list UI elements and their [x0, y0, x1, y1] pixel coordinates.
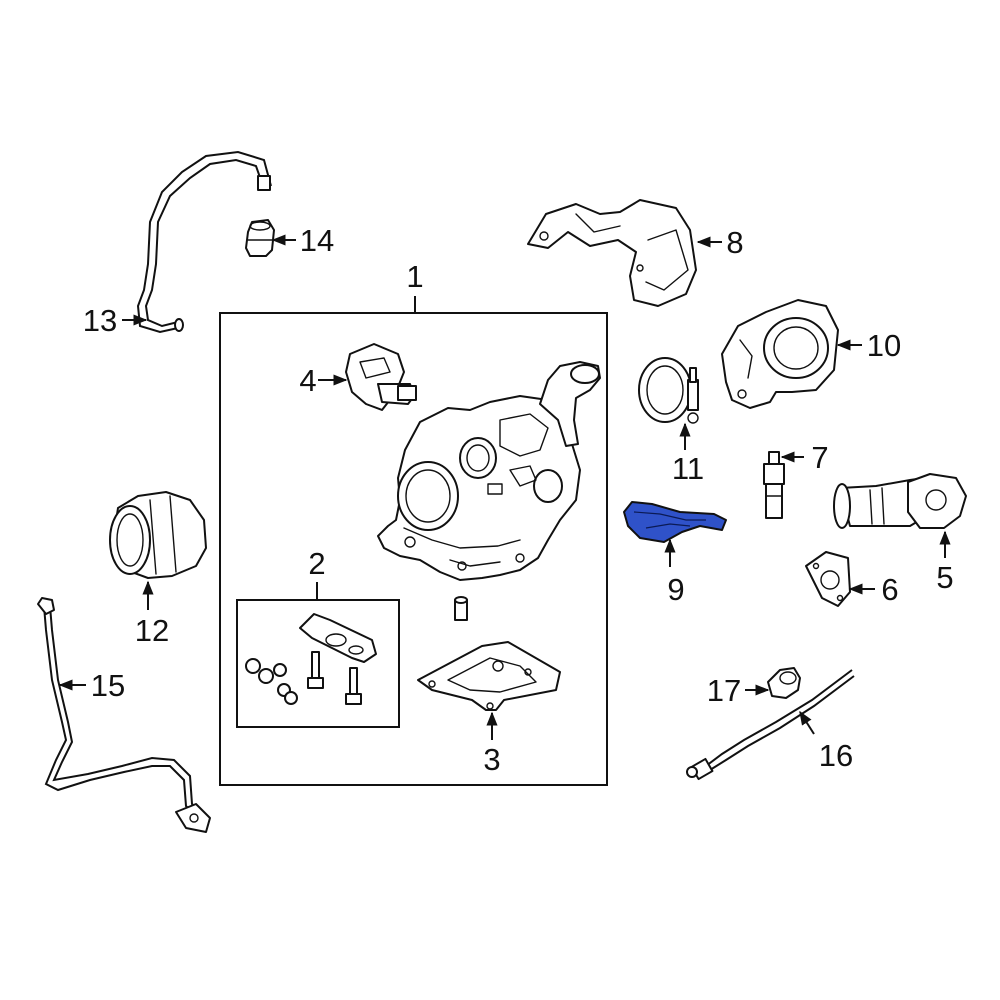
- outlet-elbow: [721, 299, 839, 409]
- fitting: [767, 667, 801, 699]
- callout-5: 5: [936, 560, 953, 595]
- callout-16: 16: [819, 738, 853, 773]
- callout-12: 12: [135, 613, 169, 648]
- inlet-coupling: [109, 491, 207, 579]
- callout-leaders: [58, 234, 951, 740]
- callout-17: 17: [707, 673, 741, 708]
- callout-1: 1: [406, 259, 423, 294]
- callout-11: 11: [672, 451, 704, 486]
- turbocharger-assembly-box: [219, 296, 608, 786]
- callout-2: 2: [308, 546, 325, 581]
- mounting-bracket: [417, 641, 561, 711]
- wastegate-actuator: [345, 343, 417, 411]
- hose: [136, 150, 272, 334]
- callout-13: 13: [83, 303, 117, 338]
- gasket-bolt-kit-box: [236, 582, 400, 728]
- turbocharger-body: [377, 361, 601, 621]
- callout-4: 4: [299, 363, 316, 398]
- exhaust-gasket: [805, 551, 851, 607]
- callout-8: 8: [726, 225, 743, 260]
- oil-tube: [37, 597, 211, 833]
- drain-tube: [686, 669, 855, 781]
- callout-15: 15: [91, 668, 125, 703]
- callout-9: 9: [667, 572, 684, 607]
- callout-10: 10: [867, 328, 901, 363]
- callout-3: 3: [483, 742, 500, 777]
- cap: [245, 219, 275, 257]
- stud-sensor: [763, 451, 785, 519]
- exhaust-pipe-section: [833, 473, 967, 529]
- v-band-clamp: [638, 357, 699, 424]
- callout-6: 6: [881, 572, 898, 607]
- callout-7: 7: [811, 440, 828, 475]
- highlighted-heat-shield-part-9: [623, 501, 727, 543]
- heat-shield: [527, 199, 697, 307]
- callout-labels: 1 2 3 4 5 6 7 8 9 10 11 12 13 14 15 16 1…: [83, 223, 954, 777]
- callout-14: 14: [300, 223, 334, 258]
